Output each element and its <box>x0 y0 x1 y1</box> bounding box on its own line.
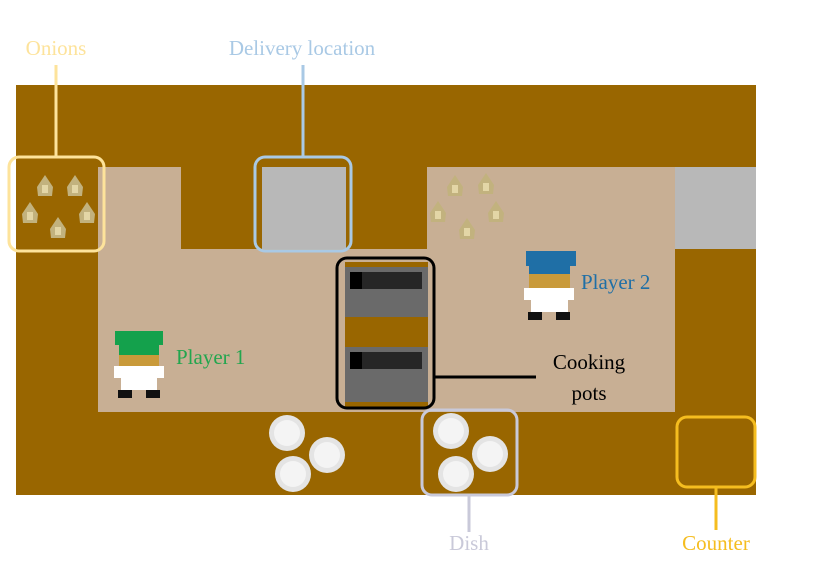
onion-icon <box>430 201 446 222</box>
onion-icon <box>37 175 53 196</box>
dish-icon <box>433 413 469 449</box>
delivery-location-label: Delivery location <box>228 36 376 60</box>
cooking-pots-label-line-1: Cooking <box>552 350 626 374</box>
onion-pile-right <box>430 173 504 239</box>
cooking-pots-highlight-box <box>335 256 436 410</box>
cooking-pots-label-line-2: pots <box>571 381 607 405</box>
onion-pile-left <box>22 175 95 238</box>
dish-pile-right <box>433 413 508 492</box>
delivery-tile <box>262 167 346 249</box>
dish-pile-left <box>269 415 345 492</box>
onion-icon <box>488 201 504 222</box>
player-2-chef <box>524 251 576 320</box>
onion-icon <box>22 202 38 223</box>
cooking-pot-icon <box>345 347 428 402</box>
dish-icon <box>472 436 508 472</box>
dish-icon <box>438 456 474 492</box>
dish-icon <box>269 415 305 451</box>
player-2-label: Player 2 <box>581 270 651 294</box>
onion-icon <box>478 173 494 194</box>
counter-label: Counter <box>682 531 750 555</box>
dish-icon <box>309 437 345 473</box>
cooking-pots <box>345 262 428 407</box>
dish-label: Dish <box>449 531 489 555</box>
delivery-tile-right <box>675 167 756 249</box>
chef-icon <box>115 331 163 345</box>
chef-icon <box>526 251 576 266</box>
dish-icon <box>275 456 311 492</box>
onion-icon <box>50 217 66 238</box>
onion-icon <box>79 202 95 223</box>
onion-icon <box>447 175 463 196</box>
player-1-chef <box>114 331 164 398</box>
cooking-pot-icon <box>345 267 428 317</box>
onion-icon <box>459 218 475 239</box>
onion-icon <box>67 175 83 196</box>
player-1-label: Player 1 <box>176 345 246 369</box>
onions-label: Onions <box>25 36 87 60</box>
